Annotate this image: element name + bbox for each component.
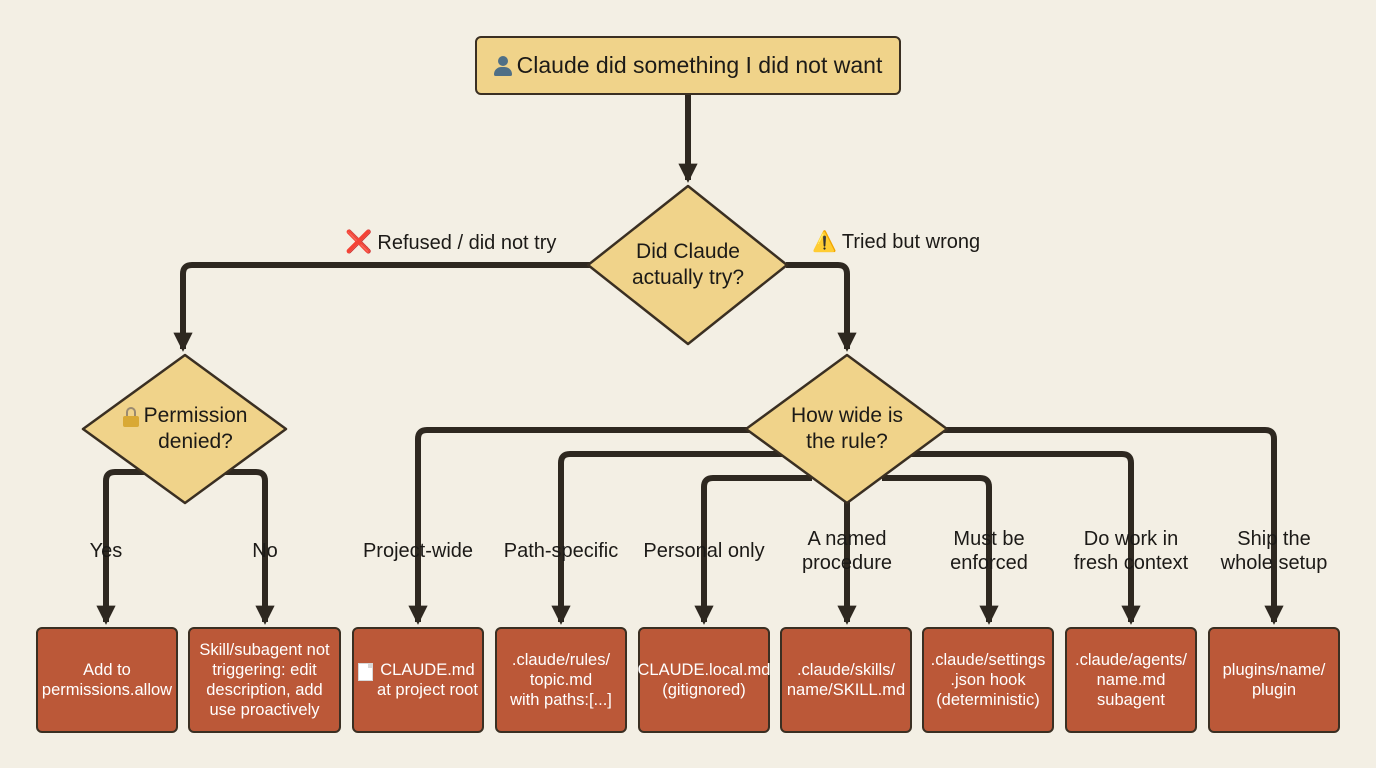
lock-icon	[122, 407, 139, 427]
decision-scope: How wide is the rule?	[762, 390, 932, 468]
outcome-claude-md-label: CLAUDE.md at project root	[377, 661, 478, 699]
answer-path-specific: Path-specific	[503, 540, 619, 562]
answer-no: No	[252, 540, 278, 562]
edge-wrong	[786, 262, 857, 352]
outcome-claude-local-label: CLAUDE.local.md (gitignored)	[637, 661, 771, 699]
outcome-rules-topic-label: .claude/rules/ topic.md with paths:[...]	[510, 651, 612, 709]
root-node: Claude did something I did not want	[475, 36, 901, 95]
decision-permission-shape	[81, 353, 288, 505]
warning-icon: ⚠️	[812, 231, 837, 253]
outcome-skill-trigger-label: Skill/subagent not triggering: edit desc…	[199, 641, 330, 719]
outcome-claude-md: CLAUDE.md at project root	[352, 627, 484, 733]
answer-fresh-context: Do work in fresh context	[1073, 528, 1189, 574]
outcome-plugins-label: plugins/name/ plugin	[1222, 661, 1326, 699]
user-icon	[493, 55, 512, 76]
outcome-claude-local: CLAUDE.local.md (gitignored)	[638, 627, 770, 733]
document-icon	[358, 663, 374, 681]
outcome-permissions: Add to permissions.allow	[36, 627, 178, 733]
outcome-skills-label: .claude/skills/ name/SKILL.md	[786, 661, 906, 699]
edge-fresh-context	[910, 451, 1141, 625]
outcome-skill-trigger: Skill/subagent not triggering: edit desc…	[188, 627, 341, 733]
answer-must-enforce: Must be enforced	[950, 528, 1028, 574]
outcome-skills: .claude/skills/ name/SKILL.md	[780, 627, 912, 733]
branch-wrong-label: Tried but wrong	[841, 231, 981, 253]
answer-project-wide: Project-wide	[362, 540, 474, 562]
answer-named-procedure: A named procedure	[801, 528, 893, 574]
edge-path-specific	[551, 451, 784, 625]
outcome-permissions-label: Add to permissions.allow	[41, 661, 173, 699]
answer-ship-setup: Ship the whole setup	[1220, 528, 1328, 574]
outcome-agents-label: .claude/agents/ name.md subagent	[1075, 651, 1187, 709]
edge-must-enforce	[882, 475, 999, 625]
outcome-settings-hook-label: .claude/settings .json hook (determinist…	[930, 651, 1046, 709]
edge-ship-setup	[942, 427, 1284, 625]
decision-permission: Permission denied?	[105, 390, 265, 468]
outcome-rules-topic: .claude/rules/ topic.md with paths:[...]	[495, 627, 627, 733]
answer-yes: Yes	[89, 540, 123, 562]
decision-tried: Did Claude actually try?	[598, 226, 778, 304]
edge-no	[222, 469, 275, 625]
branch-refused-label: Refused / did not try	[377, 232, 557, 254]
root-label: Claude did something I did not want	[516, 52, 883, 78]
decision-scope-label: How wide is the rule?	[790, 404, 904, 453]
branch-refused: ❌Refused / did not try	[345, 230, 565, 255]
branch-wrong: ⚠️Tried but wrong	[812, 230, 1002, 254]
decision-scope-shape	[744, 353, 949, 505]
outcome-agents: .claude/agents/ name.md subagent	[1065, 627, 1197, 733]
decision-tried-shape	[586, 184, 789, 346]
edge-refused	[173, 262, 590, 352]
decision-permission-label: Permission denied?	[143, 404, 248, 453]
x-icon: ❌	[345, 229, 373, 254]
decision-tried-label: Did Claude actually try?	[631, 240, 745, 289]
edge-yes	[96, 469, 145, 625]
outcome-settings-hook: .claude/settings .json hook (determinist…	[922, 627, 1054, 733]
edge-personal-only	[694, 475, 812, 625]
answer-personal-only: Personal only	[643, 540, 765, 562]
outcome-plugins: plugins/name/ plugin	[1208, 627, 1340, 733]
edge-project-wide	[408, 427, 752, 625]
